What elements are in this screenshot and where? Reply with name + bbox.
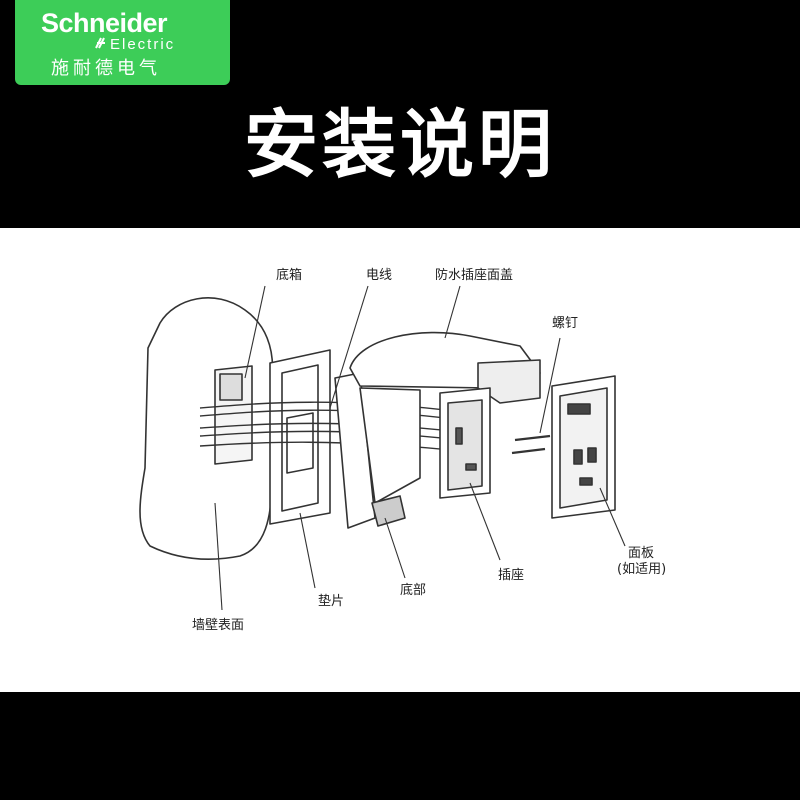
wires [199,401,471,453]
label-plate-note: (如适用) [617,562,667,577]
label-gasket: 垫片 [318,594,345,609]
gasket [269,349,331,525]
brand-cn: 施耐德电气 [51,58,161,79]
label-wall: 墙壁表面 [192,618,245,633]
label-back-box: 底箱 [276,268,303,283]
diagram-panel: 底箱 电线 防水插座面盖 螺钉 面板 (如适用) 插座 底部 垫片 墙壁表面 [0,228,800,692]
schneider-logo: Schneider Electric 施耐德电气 [15,0,230,85]
brand-mark-icon [95,37,105,49]
leader-lines [214,285,626,611]
brand-name: Schneider [41,8,168,38]
wall-surface [139,297,274,560]
base [334,372,376,529]
label-screw: 螺钉 [552,316,579,331]
screws [511,434,551,455]
label-base: 底部 [400,583,427,598]
label-wire: 电线 [366,268,393,283]
exploded-diagram [139,285,626,611]
label-socket: 插座 [498,568,525,583]
page-title: 安装说明 [244,102,556,188]
label-cover: 防水插座面盖 [435,268,514,283]
brand-sub: Electric [110,36,176,53]
label-plate: 面板 [628,546,655,561]
